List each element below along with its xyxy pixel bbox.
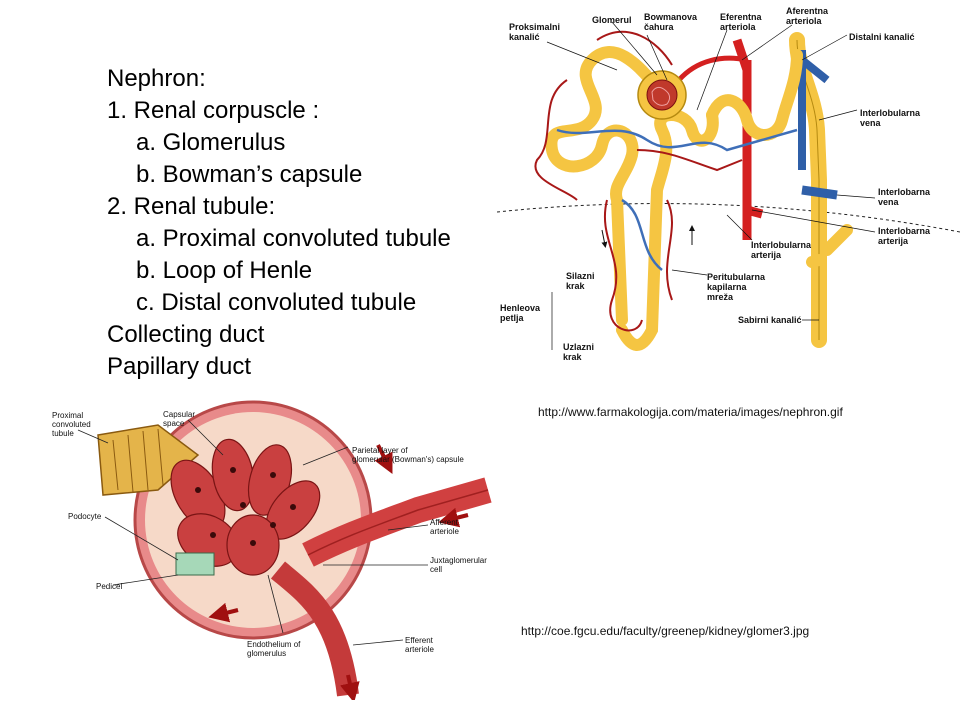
label-podocyte: Podocyte — [68, 512, 102, 521]
label-interlobularna-arterija: Interlobularna arterija — [751, 240, 812, 260]
outline-item-papillary-duct: Papillary duct — [107, 353, 252, 380]
label-peritubularna: Peritubularna kapilarna mreža — [707, 272, 766, 302]
afferent-arteriole — [677, 55, 748, 82]
label-eferentna: Eferentna arteriola — [720, 12, 762, 32]
collecting-duct-branch — [806, 224, 853, 268]
label-bowmanova: Bowmanova čahura — [644, 12, 698, 32]
label-efferent: Efferent arteriole — [405, 636, 434, 654]
flow-arrow-capsule-bottom — [208, 602, 239, 623]
label-juxta: Juxtaglomerular cell — [430, 556, 487, 574]
label-interlobularna-vena: Interlobularna vena — [860, 108, 921, 128]
label-pct: Proximal convoluted tubule — [52, 411, 91, 438]
outline-title: Nephron: — [107, 65, 206, 92]
label-interlobarna-arterija: Interlobarna arterija — [878, 226, 931, 246]
label-silazni: Silazni krak — [566, 271, 595, 291]
flow-arrow-afferent — [438, 507, 469, 528]
outline-item-renal-corpuscle: 1. Renal corpuscle : — [107, 97, 320, 124]
outline-item-renal-tubule: 2. Renal tubule: — [107, 193, 276, 220]
nephron-source-url: http://www.farmakologija.com/materia/ima… — [538, 405, 843, 419]
label-henleova: Henleova petlja — [500, 303, 541, 323]
label-distalni: Distalni kanalić — [849, 32, 915, 42]
interlobular-vein — [798, 50, 830, 170]
venous-network — [556, 128, 798, 271]
label-endothelium: Endothelium of glomerulus — [247, 640, 301, 658]
outline-item-loop-of-henle: b. Loop of Henle — [136, 257, 313, 284]
glomerulus — [646, 79, 678, 111]
label-uzlazni: Uzlazni krak — [563, 342, 595, 362]
outline-item-glomerulus: a. Glomerulus — [136, 129, 286, 156]
distal-tubule — [706, 49, 803, 141]
label-glomerul: Glomerul — [592, 15, 632, 25]
podocyte-highlight — [175, 552, 215, 576]
peritubular-capillaries — [534, 30, 743, 332]
label-interlobarna-vena: Interlobarna vena — [878, 187, 931, 207]
flow-arrow-efferent — [340, 674, 360, 700]
outline-item-distal-tubule: c. Distal convoluted tubule — [136, 289, 417, 316]
flow-arrow-descending — [601, 229, 608, 248]
label-proksimalni: Proksimalni kanalić — [509, 22, 561, 42]
label-capsular-space: Capsular space — [163, 410, 196, 428]
label-afferent: Afferent arteriole — [430, 518, 459, 536]
glomerulus-source-url: http://coe.fgcu.edu/faculty/greenep/kidn… — [521, 624, 810, 638]
outline-item-proximal-tubule: a. Proximal convoluted tubule — [136, 225, 451, 252]
label-parietal: Parietal layer of glomerular (Bowman's) … — [352, 446, 464, 464]
nephron-outline: Nephron: 1. Renal corpuscle : a. Glomeru… — [107, 63, 451, 383]
glomerulus-diagram — [77, 400, 492, 700]
henle-ascending-limb — [616, 109, 719, 351]
outline-item-bowmans-capsule: b. Bowman’s capsule — [136, 161, 363, 188]
nephron-diagram — [497, 21, 960, 351]
flow-arrow-capsule-top — [374, 444, 393, 474]
label-sabirni: Sabirni kanalić — [738, 315, 802, 325]
interlobar-vein — [801, 185, 838, 200]
interlobar-artery — [742, 200, 764, 240]
efferent-arteriole-vessel — [270, 561, 359, 697]
label-aferentna: Aferentna arteriola — [786, 6, 829, 26]
outline-item-collecting-duct: Collecting duct — [107, 321, 265, 348]
label-pedicel: Pedicel — [96, 582, 123, 591]
